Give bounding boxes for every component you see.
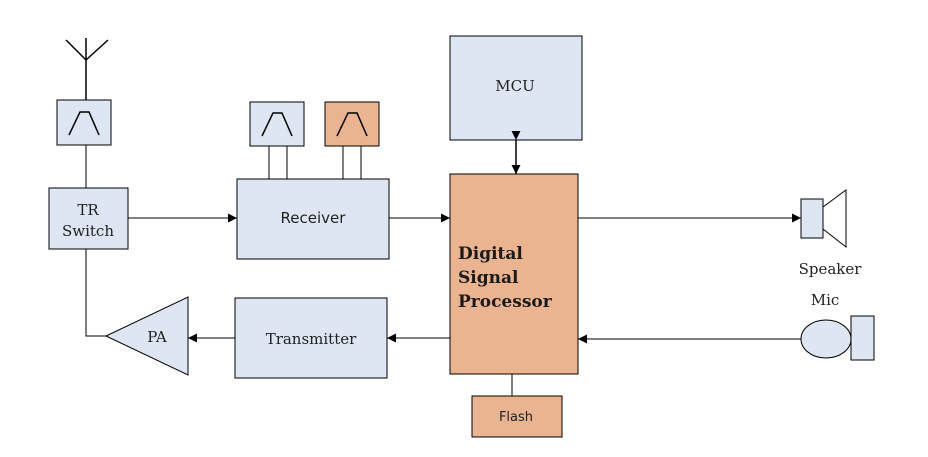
- receiver-block: Receiver: [236, 178, 390, 260]
- mcu-block: MCU: [449, 35, 583, 141]
- pa-label: PA: [147, 328, 167, 346]
- antenna-icon: [65, 38, 109, 100]
- speaker-icon: [800, 189, 847, 249]
- filter-connectors: [268, 146, 362, 179]
- dsp-block: Digital Signal Processor: [449, 173, 579, 375]
- bandpass-filter-icon: [261, 112, 293, 137]
- tr-switch-block: TR Switch: [48, 187, 129, 250]
- dsp-label-line3: Processor: [458, 292, 553, 312]
- dsp-label-line1: Digital: [458, 244, 523, 264]
- transmitter-block: Transmitter: [234, 297, 388, 379]
- receiver-filter-2: [324, 101, 380, 147]
- transmitter-label: Transmitter: [266, 330, 357, 348]
- tr-switch-label-line2: Switch: [62, 222, 114, 240]
- tr-switch-label-line1: TR: [77, 201, 99, 219]
- flash-block: Flash: [471, 395, 563, 438]
- bandpass-filter-icon: [68, 111, 100, 136]
- mic-label: Mic: [811, 291, 840, 309]
- flash-label: Flash: [499, 410, 533, 425]
- bandpass-filter-icon: [336, 112, 368, 137]
- receiver-label: Receiver: [281, 209, 347, 227]
- dsp-label-line2: Signal: [458, 268, 519, 288]
- receiver-filter-1: [249, 101, 305, 147]
- connector-pa-trswitch: [85, 249, 106, 337]
- antenna-filter: [56, 99, 112, 146]
- speaker-label: Speaker: [799, 260, 863, 278]
- pa-amplifier: PA: [104, 296, 189, 376]
- mcu-label: MCU: [495, 77, 534, 95]
- mic-icon: [800, 315, 875, 361]
